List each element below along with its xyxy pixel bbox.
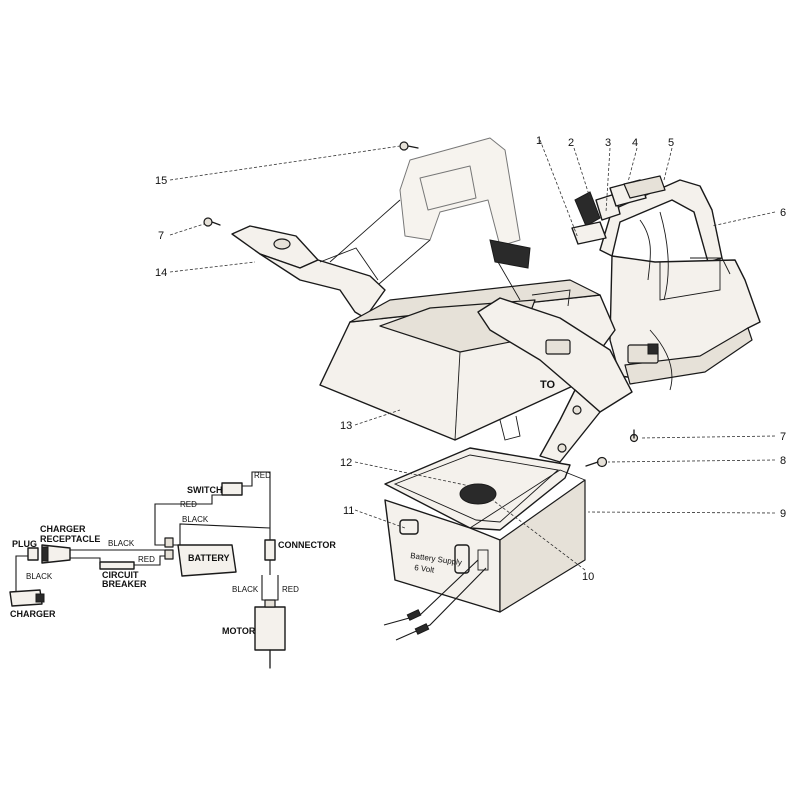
- callout-13: 13: [340, 420, 352, 432]
- callout-12: 12: [340, 457, 352, 469]
- wiring-label-motor: MOTOR: [222, 626, 256, 636]
- battery-box-part: Battery Supply 6 Volt: [384, 469, 586, 613]
- battery-symbol: [177, 544, 237, 577]
- callout-15: 15: [155, 175, 167, 187]
- charger-symbol: [9, 589, 43, 607]
- wiring-label-battery: BATTERY: [188, 553, 230, 563]
- battery-cover-part: [384, 447, 571, 531]
- wiring-label-red-breaker: RED: [138, 555, 155, 564]
- wiring-schematic: SWITCH RED RED BLACK CHARGER RECEPTACLE …: [9, 471, 336, 669]
- wiring-label-circuit: CIRCUIT: [102, 570, 139, 580]
- wiring-label-charger: CHARGER: [10, 609, 56, 619]
- callout-7-left: 7: [158, 230, 164, 242]
- wiring-label-plug: PLUG: [12, 539, 37, 549]
- battery-terminal-2: [164, 549, 174, 560]
- switch-component-part: [595, 175, 666, 221]
- callout-numbers: 15 7 14 13 12 11 1 2 3 4 5 6 7 8 9 10: [155, 135, 786, 583]
- switch-symbol: [221, 482, 243, 496]
- front-frame-part: [599, 179, 761, 391]
- rear-arm-part: [231, 225, 386, 319]
- callout-5: 5: [668, 137, 674, 149]
- battery-terminal-1: [164, 537, 174, 548]
- callout-2: 2: [568, 137, 574, 149]
- wiring-label-black-top: BLACK: [182, 515, 209, 524]
- screw-7-right: [629, 429, 639, 443]
- connector-symbol: [264, 539, 276, 561]
- battery-leads: [383, 559, 487, 641]
- callout-9: 9: [780, 508, 786, 520]
- pedal-part: [571, 191, 607, 245]
- wiring-label-breaker: BREAKER: [102, 579, 147, 589]
- wiring-label-charger-receptacle-2: RECEPTACLE: [40, 534, 100, 544]
- screw-8: [585, 456, 608, 468]
- battery-box-label-2: 6 Volt: [414, 563, 436, 575]
- callout-8: 8: [780, 455, 786, 467]
- wiring-label-black-left: BLACK: [108, 539, 135, 548]
- front-arm-part: [477, 297, 633, 463]
- wiring-label-red-switch: RED: [180, 500, 197, 509]
- wiring-label-black-plug: BLACK: [26, 572, 53, 581]
- body-emblem-text: TO: [540, 379, 556, 391]
- wiring-label-switch: SWITCH: [187, 485, 223, 495]
- callout-7-right: 7: [780, 431, 786, 443]
- callout-6: 6: [780, 207, 786, 219]
- leader-lines: [169, 139, 776, 571]
- callout-3: 3: [605, 137, 611, 149]
- plug-symbol: [27, 547, 39, 561]
- callout-1: 1: [536, 135, 542, 147]
- wiring-label-red-motor: RED: [282, 585, 299, 594]
- callout-14: 14: [155, 267, 167, 279]
- screw-7-left: [203, 217, 221, 227]
- circuit-breaker-symbol: [99, 561, 135, 570]
- motor-symbol: [254, 606, 286, 651]
- seat-back-part: [329, 137, 521, 291]
- wiring-label-black-motor: BLACK: [232, 585, 259, 594]
- callout-4: 4: [632, 137, 638, 149]
- wiring-label-charger-receptacle-1: CHARGER: [40, 524, 86, 534]
- wiring-label-red-top: RED: [254, 471, 271, 480]
- screw-15: [399, 141, 419, 151]
- wiring-label-connector: CONNECTOR: [278, 540, 336, 550]
- callout-11: 11: [343, 505, 354, 517]
- callout-10: 10: [582, 571, 594, 583]
